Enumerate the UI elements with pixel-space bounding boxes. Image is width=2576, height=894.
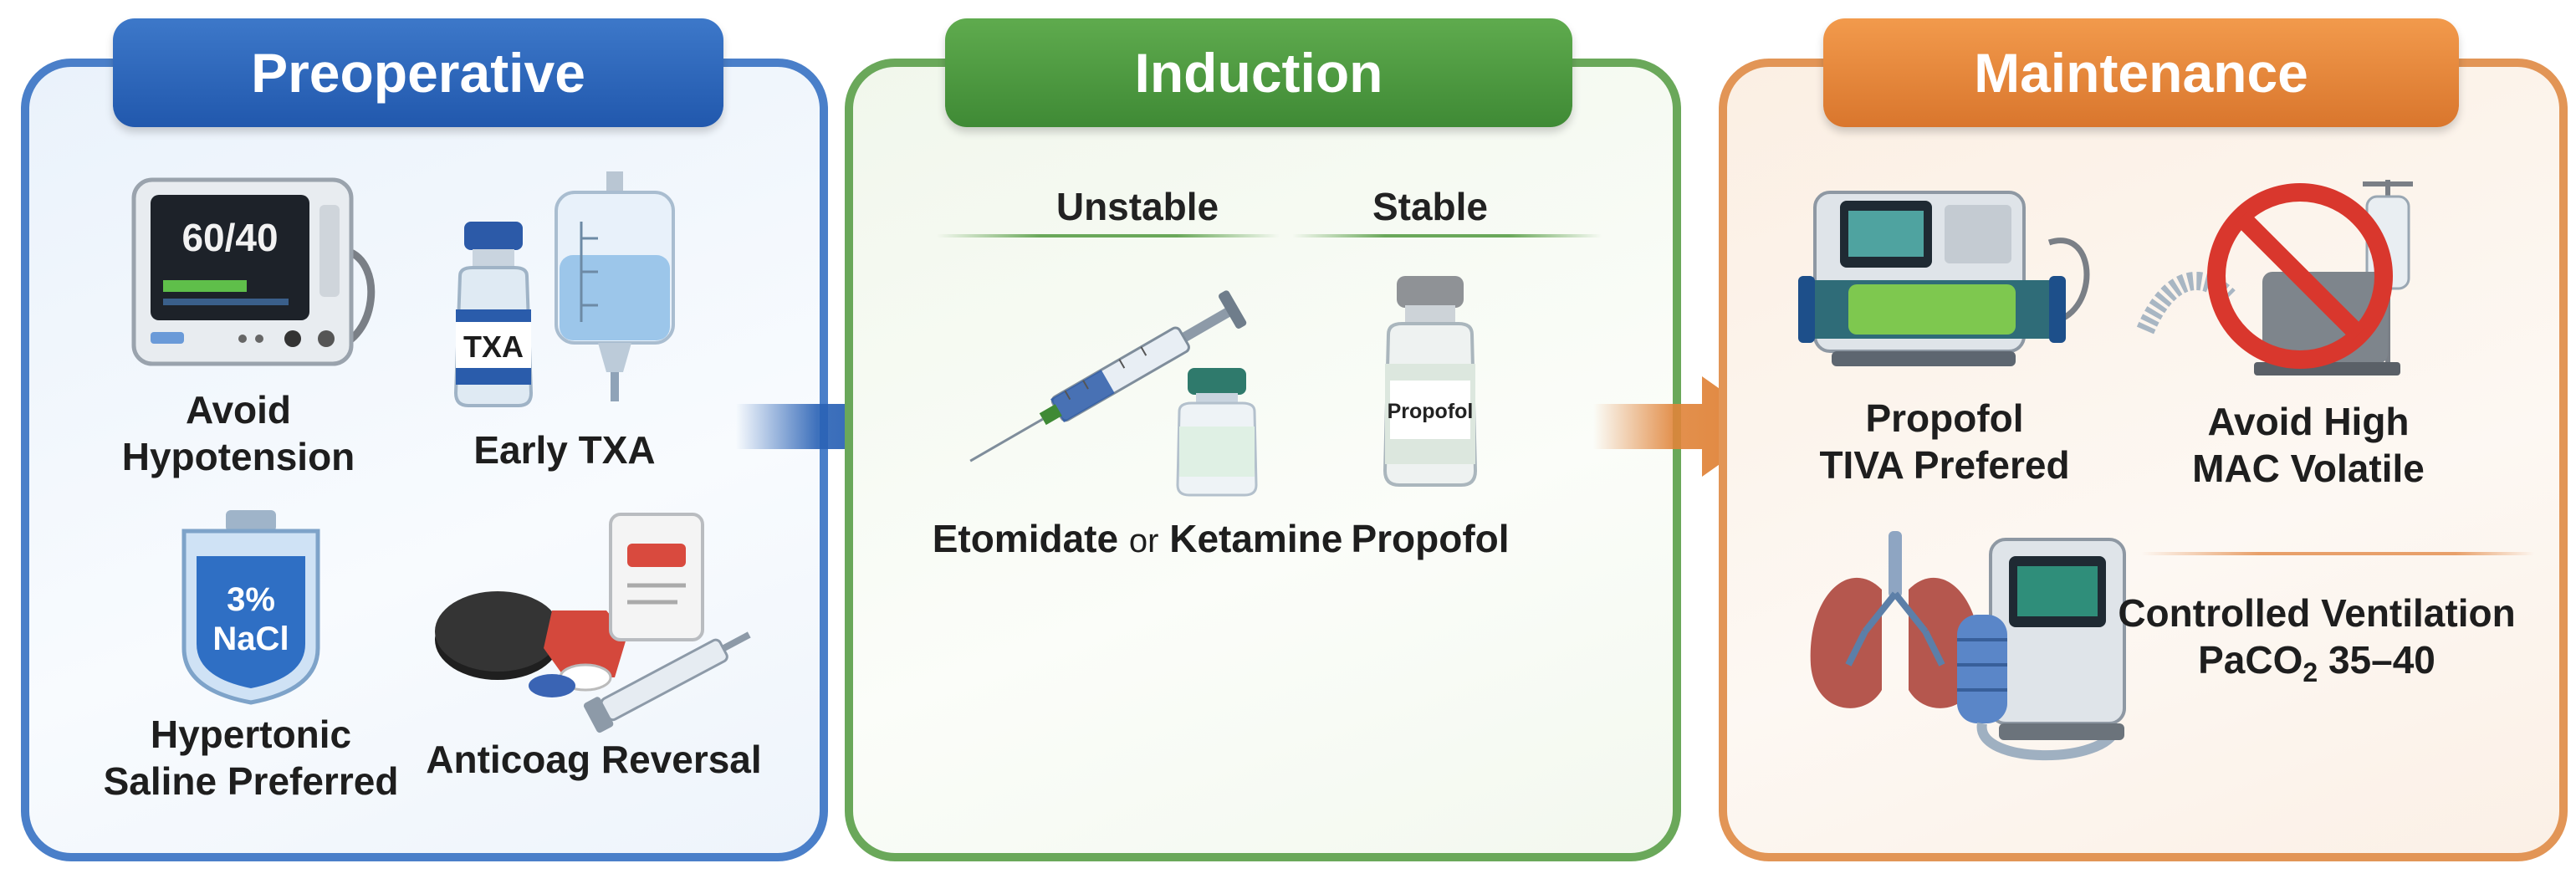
etomidate-ketamine-label: Etomidate or Ketamine xyxy=(932,517,1343,560)
propofol-vial-icon: Propofol xyxy=(1383,276,1478,487)
iv-bag-icon xyxy=(555,171,675,401)
no-volatile-icon xyxy=(2136,180,2413,375)
propofol-vial-label: Propofol xyxy=(1388,400,1474,423)
unstable-divider xyxy=(937,234,1280,238)
saline-bag-icon: 3% NaCl xyxy=(181,510,320,705)
preoperative-title: Preoperative xyxy=(113,18,723,127)
induction-title: Induction xyxy=(945,18,1572,127)
saline-bag-label-1: 3% xyxy=(227,581,275,618)
propofol-label: Propofol xyxy=(1351,517,1510,560)
stable-column-heading: Stable xyxy=(1372,185,1489,228)
maintenance-title: Maintenance xyxy=(1823,18,2459,127)
induction-panel xyxy=(845,59,1681,861)
saline-bag-label-2: NaCl xyxy=(212,621,289,657)
ventilator-icon xyxy=(1957,538,2126,761)
monitor-display: 60/40 xyxy=(181,216,278,259)
txa-vial-label: TXA xyxy=(463,330,524,364)
maintenance-divider xyxy=(2141,552,2534,555)
syringe-icon xyxy=(969,290,1258,497)
unstable-column-heading: Unstable xyxy=(1055,185,1219,228)
early-txa-label: Early TXA xyxy=(473,428,656,472)
infusion-pump-icon xyxy=(1798,191,2090,366)
vial-icon: TXA xyxy=(453,222,534,407)
anticoag-reversal-label: Anticoag Reversal xyxy=(426,738,762,781)
stable-divider xyxy=(1292,234,1602,238)
monitor-icon: 60/40 xyxy=(131,177,376,366)
anticoagulant-reversal-icon xyxy=(435,513,751,733)
